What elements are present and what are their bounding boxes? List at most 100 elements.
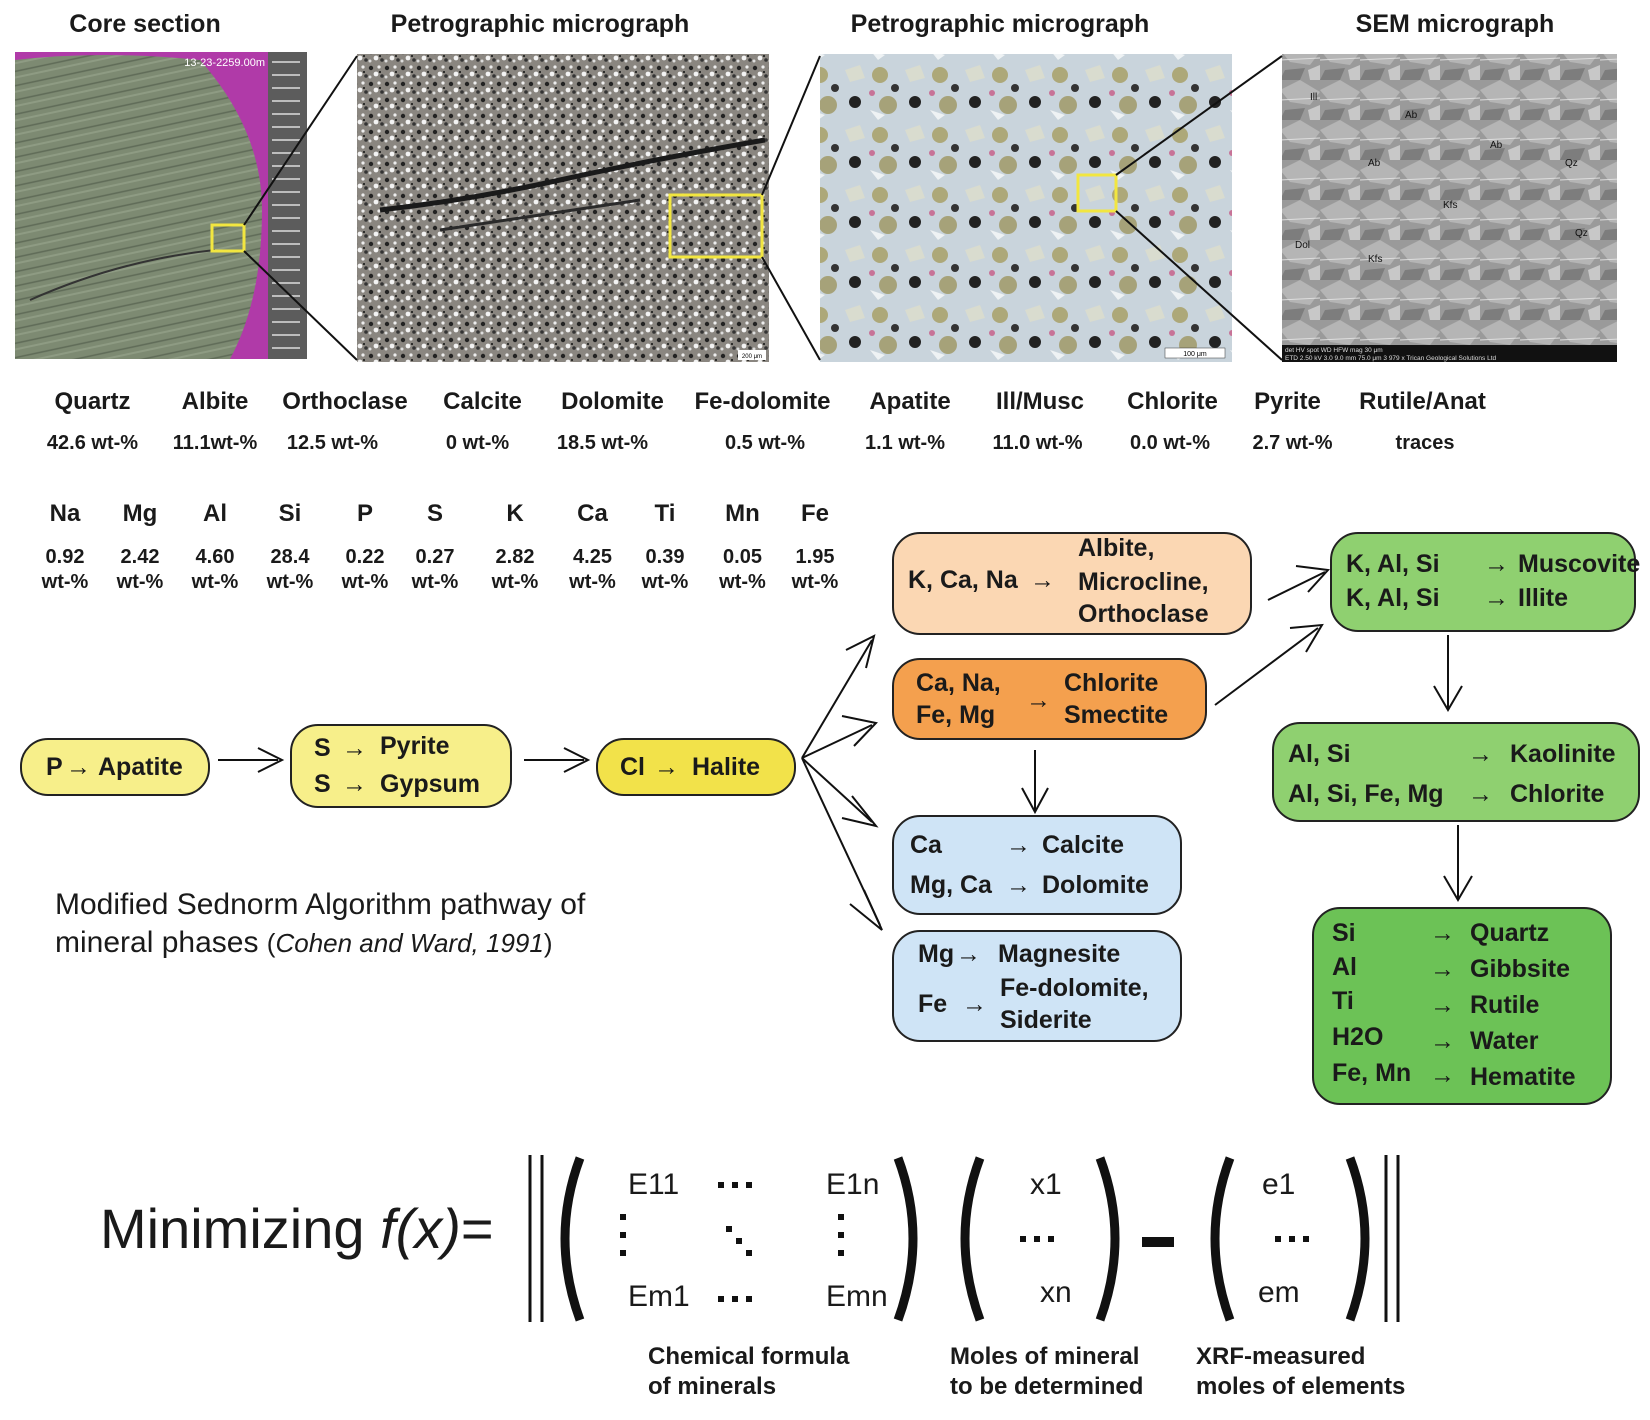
arrow-icon: → [1006,831,1031,859]
matrix-E1n: E1n [826,1168,880,1201]
scale-bar-petro-1: 200 μm [742,354,762,360]
box-mineral: Pyrite [380,732,450,760]
sem-info-bar-2: ETD 2.50 kV 3.0 9.0 mm 75.0 μm 3 979 x T… [1285,355,1497,362]
box-element: Fe [918,990,948,1018]
matrix-Em1: Em1 [628,1280,690,1313]
box-mineral: Siderite [1000,1006,1092,1034]
box-apatite-element: P [46,753,63,781]
box-mineral: Quartz [1470,919,1550,947]
sem-info-bar: det HV spot WD HFW mag 30 μm [1285,347,1383,354]
mineral-name: Orthoclase [282,388,408,415]
box-element: Cl [620,753,645,781]
box-kaolinite-chlorite: Al, Si → Kaolinite Al, Si, Fe, Mg → Chlo… [1272,722,1640,822]
sem-label-ab1: Ab [1405,110,1418,121]
mineral-value: 1.1 wt-% [864,432,946,454]
mineral-value: 0.5 wt-% [724,432,806,454]
box-element: Fe, Mg [916,701,996,729]
sem-label-kfs2: Kfs [1368,254,1382,265]
flow-arrows [218,565,1473,931]
sem-label-qz1: Qz [1565,158,1578,169]
box-element: Al, Si, Fe, Mg [1288,780,1444,808]
box-muscovite-illite: K, Al, Si → Muscovite K, Al, Si → Illite [1330,532,1640,632]
arrow-icon: → [962,990,987,1018]
box-mineral: Fe-dolomite, [1000,974,1149,1002]
mineral-value: 0 wt-% [445,432,510,454]
arrow-icon: → [1430,1027,1455,1055]
mineral-name: Chlorite [1127,388,1218,415]
box-element: Al [1332,953,1357,981]
mineral-name: Calcite [443,388,522,415]
box-apatite-mineral: Apatite [98,753,183,781]
arrow-icon: → [342,770,367,798]
title-core-section: Core section [69,10,221,38]
box-mineral: Water [1470,1027,1539,1055]
box-mineral: Rutile [1470,991,1540,1019]
caption-citation: Cohen and Ward, 1991 [275,928,544,958]
vector-x1: x1 [1030,1168,1062,1201]
matrix-Emn: Emn [826,1280,888,1313]
mineral-name: Apatite [869,388,951,415]
box-element: Ti [1332,987,1354,1015]
box-element: S [314,734,331,762]
sem-label-ab3: Ab [1368,158,1381,169]
micrograph-panel: 13-23-2259.00m 200 μm 100 μm Ill Ab Ab A… [15,52,1617,362]
arrow-icon: → [1006,871,1031,899]
arrow-icon: → [1026,686,1051,714]
box-carbonates: Ca → Calcite Mg, Ca → Dolomite [892,815,1182,915]
element-name: Al [203,500,227,527]
formula-label: Minimizing f(x)= [100,1197,494,1260]
box-element: Ca, Na, [916,669,1001,697]
box-mineral: Muscovite [1518,550,1641,578]
box-mineral: Dolomite [1042,871,1149,899]
element-name: Mn [725,500,760,527]
element-name: Ti [654,500,676,527]
mineral-value: 18.5 wt-% [556,432,649,454]
box-element: K, Al, Si [1346,550,1440,578]
mineral-value: 42.6 wt-% [46,432,139,454]
element-name: Ca [577,500,608,527]
arrow-icon: → [1430,955,1455,983]
core-depth-label: 13-23-2259.00m [184,57,265,69]
mineral-value: 11.1wt-% [172,432,258,454]
title-petro-2: Petrographic micrograph [850,10,1150,38]
box-feldspars: K, Ca, Na → Albite, Microcline, Orthocla… [892,532,1252,635]
pathway-caption: Modified Sednorm Algorithm pathway of mi… [55,886,585,962]
title-sem: SEM micrograph [1355,10,1555,38]
sem-label-ill: Ill [1310,92,1317,103]
element-name: K [506,500,524,527]
box-pyrite-gypsum: S → Pyrite S → Gypsum [290,724,512,808]
box-mineral: Orthoclase [1078,600,1209,628]
element-name: Na [49,500,81,527]
mineral-name: Dolomite [561,388,664,415]
element-name: S [426,500,443,527]
mineral-name: Rutile/Anat [1359,388,1486,415]
title-petro-1: Petrographic micrograph [390,10,690,38]
petrographic-photo-2: 100 μm [820,54,1232,362]
vector-e1: e1 [1262,1168,1296,1201]
sem-label-ab2: Ab [1490,140,1503,151]
box-element: Si [1332,919,1356,947]
arrow-icon: → [654,753,679,781]
mineral-name: Pyrite [1254,388,1321,415]
sem-label-kfs1: Kfs [1443,200,1457,211]
arrow-icon: → [66,753,91,781]
box-mineral: Magnesite [998,940,1121,968]
box-element: Ca [910,831,942,859]
box-mineral: Chlorite [1510,780,1605,808]
box-mineral: Gibbsite [1470,955,1571,983]
mineral-name: Albite [181,388,249,415]
caption-line-2: mineral phases (Cohen and Ward, 1991) [55,926,553,959]
box-mineral: Halite [692,753,761,781]
arrow-icon: → [342,734,367,762]
sem-label-dol: Dol [1295,240,1310,251]
